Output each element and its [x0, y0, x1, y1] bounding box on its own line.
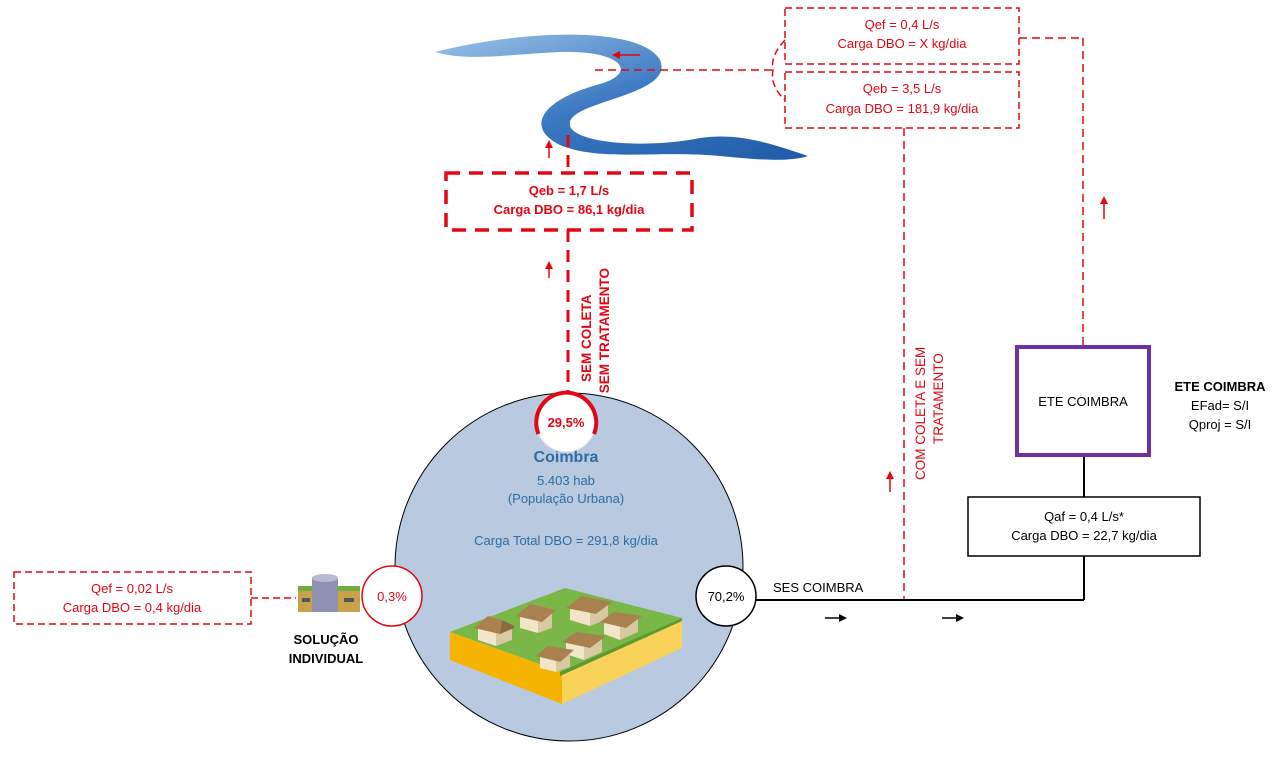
affluent-box-line2: Carga DBO = 22,7 kg/dia: [1011, 528, 1157, 543]
houses-icon: [450, 588, 682, 704]
individual-pct-circle: [361, 565, 423, 627]
individual-box: [13, 571, 252, 625]
individual-box-line1: Qef = 0,02 L/s: [91, 581, 174, 596]
ses-arrow-2-icon: [956, 614, 964, 622]
ses-arrow-1-icon: [839, 614, 847, 622]
individual-pct: 0,3%: [377, 589, 407, 604]
river-arrow-left-icon: [612, 51, 620, 59]
no-collection-pct: 29,5%: [548, 415, 585, 430]
effluent-box-line2: Carga DBO = X kg/dia: [838, 36, 968, 51]
raw-discharge-box: [784, 71, 1020, 129]
effluent-box: [784, 7, 1020, 65]
no-collection-arrow-top-icon: [545, 140, 553, 148]
raw-discharge-box-line2: Carga DBO = 181,9 kg/dia: [826, 101, 980, 116]
raw-discharge-box-line1: Qeb = 3,5 L/s: [863, 81, 942, 96]
collection-no-treatment-label-1: COM COLETA E SEM: [913, 347, 928, 480]
no-collection-pct-arc: [534, 390, 599, 435]
no-collection-box: [444, 171, 694, 232]
no-collection-arrow-mid-icon: [545, 261, 553, 269]
ete-box-label: ETE COIMBRA: [1038, 394, 1128, 409]
city-population-note: (População Urbana): [508, 491, 624, 506]
individual-label-2: INDIVIDUAL: [289, 651, 363, 666]
ete-info-title: ETE COIMBRA: [1175, 379, 1267, 394]
city-population: 5.403 hab: [537, 473, 595, 488]
city-total-load: Carga Total DBO = 291,8 kg/dia: [474, 533, 658, 548]
effluent-box-line1: Qef = 0,4 L/s: [865, 17, 940, 32]
ses-pct-circle: [695, 565, 757, 627]
discharge-brace: [771, 39, 786, 101]
individual-label-1: SOLUÇÃO: [294, 632, 359, 647]
collection-arrow-up-icon: [886, 471, 894, 479]
individual-box-line2: Carga DBO = 0,4 kg/dia: [63, 600, 202, 615]
affluent-box: [967, 496, 1201, 557]
ete-effluent-arrow-up-icon: [1100, 196, 1108, 204]
affluent-box-line1: Qaf = 0,4 L/s*: [1044, 509, 1124, 524]
ete-info-line2: Qproj = S/I: [1189, 417, 1252, 432]
ete-info-line1: EFad= S/I: [1191, 398, 1249, 413]
ses-label: SES COIMBRA: [773, 580, 864, 595]
river-shape: [435, 34, 808, 160]
city-name: Coimbra: [534, 449, 599, 466]
no-collection-label-1: SEM COLETA: [579, 294, 594, 382]
septic-tank-icon: [298, 574, 360, 612]
no-collection-label-2: E SEM TRATAMENTO: [597, 268, 612, 406]
ete-box: [1015, 345, 1151, 457]
no-collection-box-line1: Qeb = 1,7 L/s: [529, 183, 610, 198]
ses-pct: 70,2%: [708, 589, 745, 604]
collection-no-treatment-label-2: TRATAMENTO: [931, 353, 946, 444]
no-collection-box-line2: Carga DBO = 86,1 kg/dia: [494, 202, 645, 217]
